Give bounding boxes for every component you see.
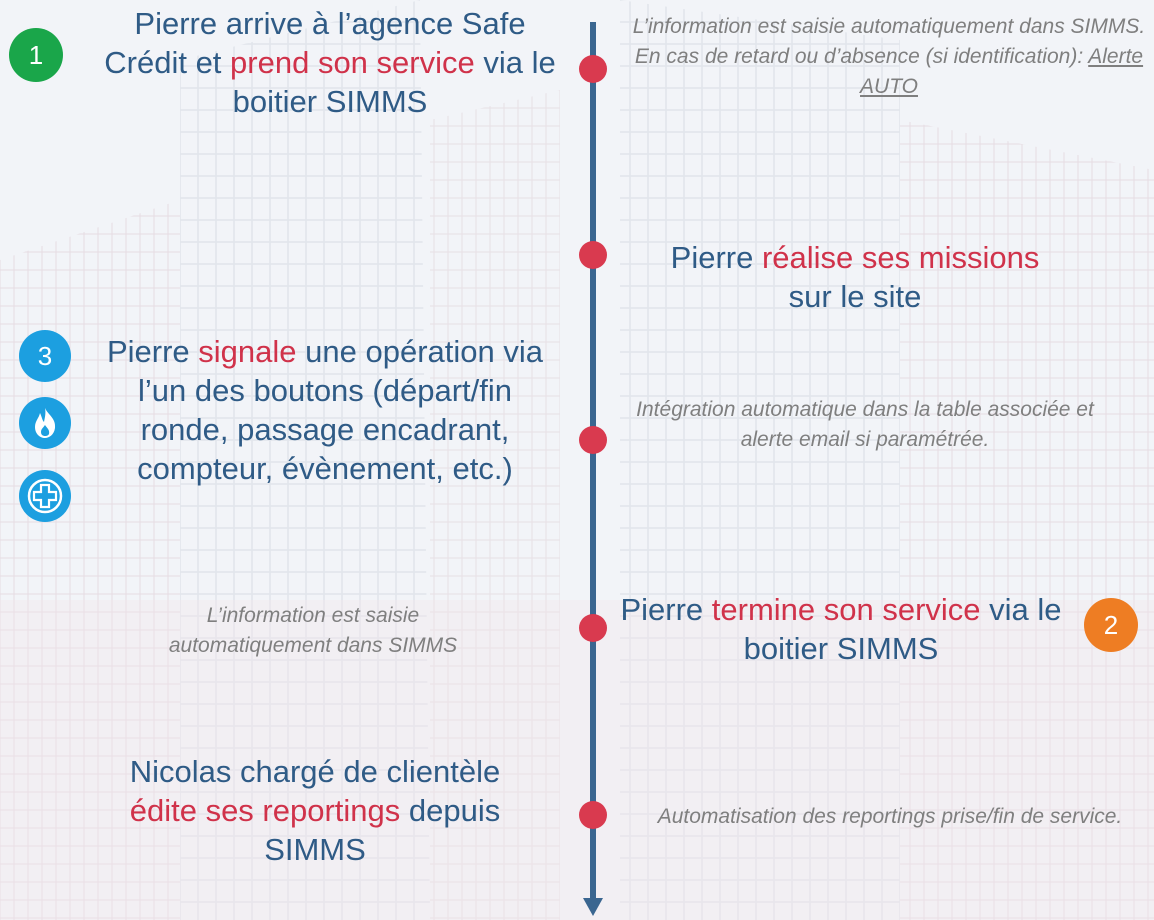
step-5-highlight: édite ses reportings: [129, 793, 401, 828]
timeline-dot-5: [579, 801, 607, 829]
timeline-arrow-head: [583, 898, 603, 916]
badge-2: 2: [1084, 598, 1138, 652]
note-1-text: L’information est saisie automatiquement…: [632, 15, 1146, 68]
step-3-before: Pierre: [106, 334, 199, 369]
step-5-before: Nicolas chargé de clientèle: [129, 754, 501, 789]
timeline-dot-2: [579, 241, 607, 269]
step-1-text: Pierre arrive à l’agence Safe Crédit et …: [100, 4, 560, 121]
badge-3: 3: [19, 330, 71, 382]
step-3-highlight: signale: [198, 334, 297, 369]
fire-icon: [19, 397, 71, 449]
step-5-after: depuis SIMMS: [264, 793, 501, 867]
step-4-after: via le boitier SIMMS: [743, 592, 1062, 666]
timeline-axis: [590, 22, 596, 902]
step-2-highlight: réalise ses missions: [761, 240, 1040, 275]
timeline-dot-4: [579, 614, 607, 642]
step-4-text: Pierre termine son service via le boitie…: [606, 590, 1076, 668]
step-2-after: sur le site: [788, 279, 922, 314]
step-5-text: Nicolas chargé de clientèle édite ses re…: [100, 752, 530, 869]
note-2: Intégration automatique dans la table as…: [636, 398, 1094, 451]
plus-icon-glyph: [27, 478, 63, 514]
step-3-text: Pierre signale une opération via l’un de…: [100, 332, 550, 488]
step-1-before: Pierre arrive à l’agence Safe Crédit et: [104, 6, 526, 80]
note-1-link: Alerte AUTO: [860, 45, 1144, 98]
step-4-before: Pierre: [620, 592, 712, 627]
step-2-before: Pierre: [670, 240, 762, 275]
note-1: L’information est saisie automatiquement…: [624, 12, 1154, 102]
step-3-after: une opération via l’un des boutons (dépa…: [137, 334, 544, 486]
step-2-text: Pierre réalise ses missions sur le site: [640, 238, 1070, 316]
note-4: Automatisation des reportings prise/fin …: [657, 805, 1123, 828]
step-4-highlight: termine son service: [711, 592, 981, 627]
timeline-dot-1: [579, 55, 607, 83]
fire-icon-glyph: [35, 408, 56, 438]
badge-1: 1: [9, 28, 63, 82]
step-1-after: via le boitier SIMMS: [232, 45, 556, 119]
note-3: L’information est saisie automatiquement…: [168, 604, 458, 657]
plus-icon: [19, 470, 71, 522]
step-1-highlight: prend son service: [230, 45, 475, 80]
timeline-dot-3: [579, 426, 607, 454]
